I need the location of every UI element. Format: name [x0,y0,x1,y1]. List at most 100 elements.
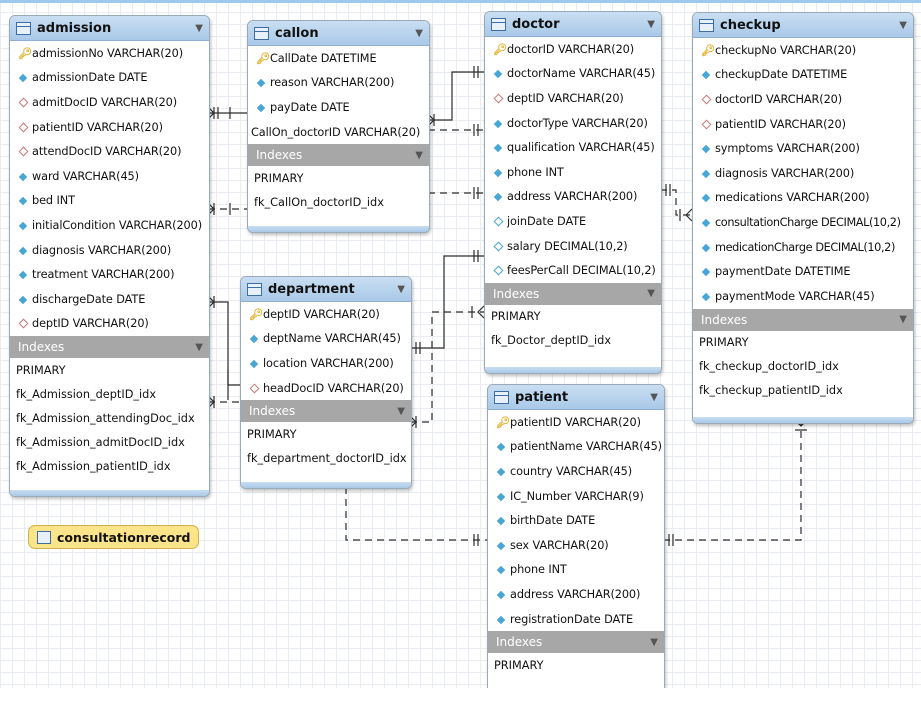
routine-group-consultationrecord[interactable]: consultationrecord [28,525,199,549]
column-row[interactable]: 🔑︎patientID VARCHAR(20) [488,410,664,435]
collapse-arrow-icon[interactable]: ▼ [415,149,423,161]
column-row[interactable]: diagnosis VARCHAR(200) [10,238,209,263]
table-patient[interactable]: patient ▼ 🔑︎patientID VARCHAR(20) patien… [487,384,665,695]
column-row[interactable]: birthDate DATE [488,508,664,533]
column-label: doctorID VARCHAR(20) [507,42,635,56]
column-row[interactable]: doctorID VARCHAR(20) [693,87,913,112]
column-row[interactable]: patientName VARCHAR(45) [488,435,664,460]
column-row[interactable]: doctorType VARCHAR(20) [485,111,661,136]
column-row[interactable]: registrationDate DATE [488,607,664,632]
column-row[interactable]: country VARCHAR(45) [488,459,664,484]
column-row[interactable]: initialCondition VARCHAR(200) [10,213,209,238]
column-row[interactable]: deptName VARCHAR(45) [241,327,411,352]
column-row[interactable]: bed INT [10,189,209,214]
column-row[interactable]: paymentDate DATETIME [693,259,913,284]
index-row[interactable]: PRIMARY [491,310,541,324]
column-row[interactable]: admitDocID VARCHAR(20) [10,90,209,115]
column-row[interactable]: salary DECIMAL(10,2) [485,234,661,259]
column-row[interactable]: joinDate DATE [485,209,661,234]
column-row[interactable]: 🔑︎deptID VARCHAR(20) [241,302,411,327]
indexes-header[interactable]: Indexes▼ [241,400,411,423]
indexes-header[interactable]: Indexes▼ [488,631,664,654]
index-row[interactable]: fk_department_doctorID_idx [247,451,407,465]
table-callon[interactable]: callon ▼ 🔑︎CallDate DATETIME reason VARC… [247,20,430,233]
column-row[interactable]: doctorName VARCHAR(45) [485,62,661,87]
column-row[interactable]: phone INT [488,558,664,583]
column-label: initialCondition VARCHAR(200) [32,218,203,232]
column-row[interactable]: patientID VARCHAR(20) [10,115,209,140]
column-row[interactable]: diagnosis VARCHAR(200) [693,161,913,186]
column-row[interactable]: 🔑︎CallDate DATETIME [248,46,429,71]
collapse-arrow-icon[interactable]: ▼ [415,27,423,39]
collapse-arrow-icon[interactable]: ▼ [899,314,907,326]
collapse-arrow-icon[interactable]: ▼ [650,636,658,648]
column-row[interactable]: medications VARCHAR(200) [693,186,913,211]
column-row[interactable]: treatment VARCHAR(200) [10,262,209,287]
column-row[interactable]: CallOn_doctorID VARCHAR(20) [248,120,429,145]
column-row[interactable]: qualification VARCHAR(45) [485,135,661,160]
column-row[interactable]: feesPerCall DECIMAL(10,2) [485,258,661,283]
index-row[interactable]: fk_checkup_patientID_idx [699,384,843,398]
column-row[interactable]: address VARCHAR(200) [488,582,664,607]
index-row[interactable]: PRIMARY [494,658,544,672]
table-title: department [268,281,355,297]
column-row[interactable]: phone INT [485,160,661,185]
index-row[interactable]: PRIMARY [247,427,297,441]
collapse-arrow-icon[interactable]: ▼ [195,22,203,34]
column-row[interactable]: symptoms VARCHAR(200) [693,136,913,161]
column-row[interactable]: IC_Number VARCHAR(9) [488,484,664,509]
column-row[interactable]: headDocID VARCHAR(20) [241,376,411,401]
table-department[interactable]: department ▼ 🔑︎deptID VARCHAR(20) deptNa… [240,276,412,489]
column-row[interactable]: medicationCharge DECIMAL(10,2) [693,235,913,260]
collapse-arrow-icon[interactable]: ▼ [397,405,405,417]
collapse-arrow-icon[interactable]: ▼ [647,288,655,300]
column-row[interactable]: ward VARCHAR(45) [10,164,209,189]
index-row[interactable]: fk_Doctor_deptID_idx [491,334,612,348]
column-row[interactable]: reason VARCHAR(200) [248,71,429,96]
column-row[interactable]: 🔑︎admissionNo VARCHAR(20) [10,41,209,66]
table-admission[interactable]: admission ▼ 🔑︎admissionNo VARCHAR(20) ad… [9,15,210,497]
column-row[interactable]: address VARCHAR(200) [485,185,661,210]
index-row[interactable]: fk_CallOn_doctorID_idx [254,195,384,209]
index-row[interactable]: fk_Admission_attendingDoc_idx [16,411,195,425]
column-row[interactable]: admissionDate DATE [10,66,209,91]
table-header[interactable]: admission ▼ [10,16,209,41]
column-row[interactable]: attendDocID VARCHAR(20) [10,139,209,164]
indexes-header[interactable]: Indexes▼ [693,308,913,331]
collapse-arrow-icon[interactable]: ▼ [650,391,658,403]
table-header[interactable]: doctor ▼ [485,12,661,37]
column-row[interactable]: checkupDate DATETIME [693,63,913,88]
column-row[interactable]: patientID VARCHAR(20) [693,112,913,137]
table-header[interactable]: callon ▼ [248,21,429,46]
column-row[interactable]: sex VARCHAR(20) [488,533,664,558]
table-header[interactable]: patient ▼ [488,385,664,410]
column-row[interactable]: payDate DATE [248,95,429,120]
index-row[interactable]: PRIMARY [254,171,304,185]
column-row[interactable]: consultationCharge DECIMAL(10,2) [693,210,913,235]
column-row[interactable]: location VARCHAR(200) [241,351,411,376]
table-header[interactable]: checkup ▼ [693,13,913,38]
table-header[interactable]: department ▼ [241,277,411,302]
column-diamond-icon [701,169,711,179]
index-row[interactable]: PRIMARY [699,336,749,350]
column-row[interactable]: deptID VARCHAR(20) [485,86,661,111]
index-row[interactable]: fk_Admission_deptID_idx [16,387,157,401]
collapse-arrow-icon[interactable]: ▼ [647,18,655,30]
column-row[interactable]: deptID VARCHAR(20) [10,312,209,337]
index-row[interactable]: fk_checkup_doctorID_idx [699,360,839,374]
indexes-header[interactable]: Indexes▼ [10,336,209,359]
column-row[interactable]: paymentMode VARCHAR(45) [693,284,913,309]
collapse-arrow-icon[interactable]: ▼ [397,283,405,295]
indexes-header[interactable]: Indexes▼ [248,144,429,167]
index-row[interactable]: PRIMARY [16,363,66,377]
indexes-header[interactable]: Indexes▼ [485,282,661,305]
column-row[interactable]: dischargeDate DATE [10,287,209,312]
index-row[interactable]: fk_Admission_admitDocID_idx [16,435,185,449]
table-checkup[interactable]: checkup ▼ 🔑︎checkupNo VARCHAR(20) checku… [692,12,914,424]
collapse-arrow-icon[interactable]: ▼ [899,19,907,31]
table-doctor[interactable]: doctor ▼ 🔑︎doctorID VARCHAR(20) doctorNa… [484,11,662,374]
collapse-arrow-icon[interactable]: ▼ [195,341,203,353]
index-row[interactable]: fk_Admission_patientID_idx [16,459,171,473]
column-row[interactable]: 🔑︎checkupNo VARCHAR(20) [693,38,913,63]
column-row[interactable]: 🔑︎doctorID VARCHAR(20) [485,37,661,62]
